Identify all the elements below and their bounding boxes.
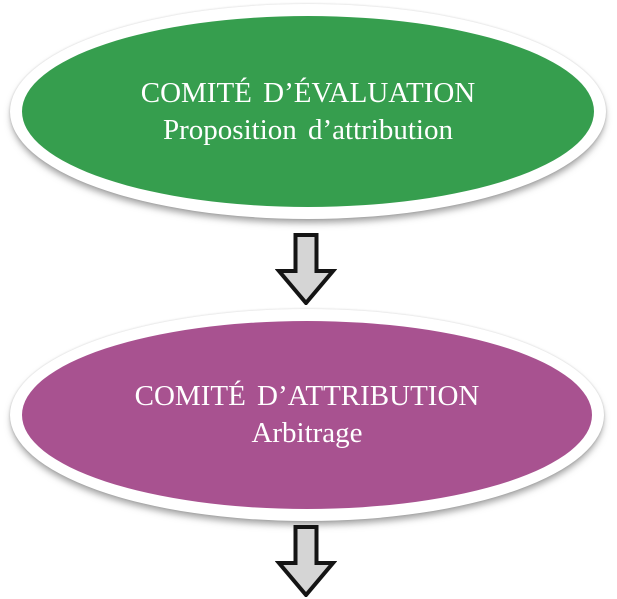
down-arrow-icon [275, 525, 337, 597]
node-attribution-subtitle: Arbitrage [251, 417, 363, 449]
node-evaluation-subtitle: Proposition d’attribution [163, 113, 453, 146]
node-comite-evaluation: COMITÉ D’ÉVALUATION Proposition d’attrib… [10, 4, 606, 219]
down-arrow-shape [275, 525, 337, 597]
down-arrow-icon [275, 233, 337, 305]
node-evaluation-title: COMITÉ D’ÉVALUATION [140, 76, 476, 109]
node-comite-attribution: COMITÉ D’ATTRIBUTION Arbitrage [10, 309, 604, 521]
node-attribution-title: COMITÉ D’ATTRIBUTION [134, 380, 480, 412]
down-arrow-shape [275, 233, 337, 305]
